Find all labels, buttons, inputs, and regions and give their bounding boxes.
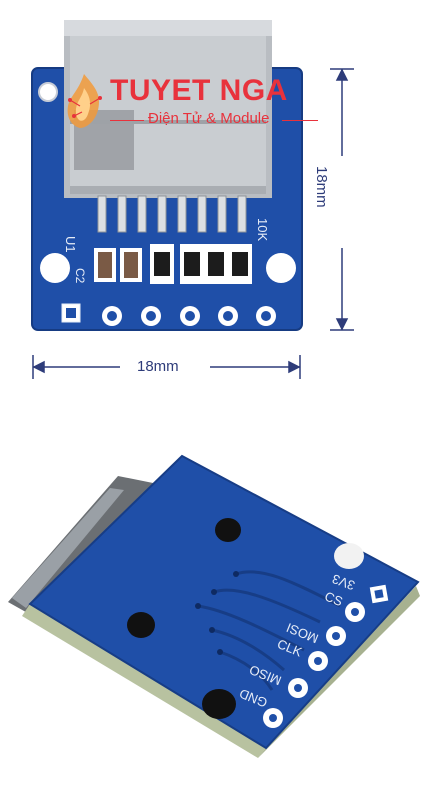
header-pads-front xyxy=(61,303,276,326)
brand-divider-left xyxy=(110,120,144,121)
silk-c2: C2 xyxy=(73,268,87,284)
pin-label-3v3: 3V3 xyxy=(330,571,357,593)
pin-label-cs: CS xyxy=(323,588,346,609)
dimension-height-label: 18mm xyxy=(313,166,330,208)
dimension-horizontal xyxy=(32,355,301,379)
smd-components xyxy=(94,244,252,284)
silk-10k: 10K xyxy=(255,218,270,241)
brand-logo-icon xyxy=(67,74,102,128)
dimension-width-label: 18mm xyxy=(137,358,179,375)
brand-divider-right xyxy=(282,120,318,121)
brand-name: TUYET NGA xyxy=(110,74,288,107)
dimension-vertical xyxy=(330,68,354,331)
mount-hole xyxy=(266,253,296,283)
brand-tagline: Điện Tử & Module xyxy=(148,110,270,127)
brand-watermark: TUYET NGA Điện Tử & Module xyxy=(60,70,330,132)
pcb-back-view: 3V3 CS MOSI CLK MISO GND xyxy=(8,454,420,758)
silk-u1: U1 xyxy=(63,236,78,253)
sd-card-slot xyxy=(64,20,272,198)
sd-slot-pins xyxy=(97,195,247,233)
mount-hole xyxy=(40,253,70,283)
